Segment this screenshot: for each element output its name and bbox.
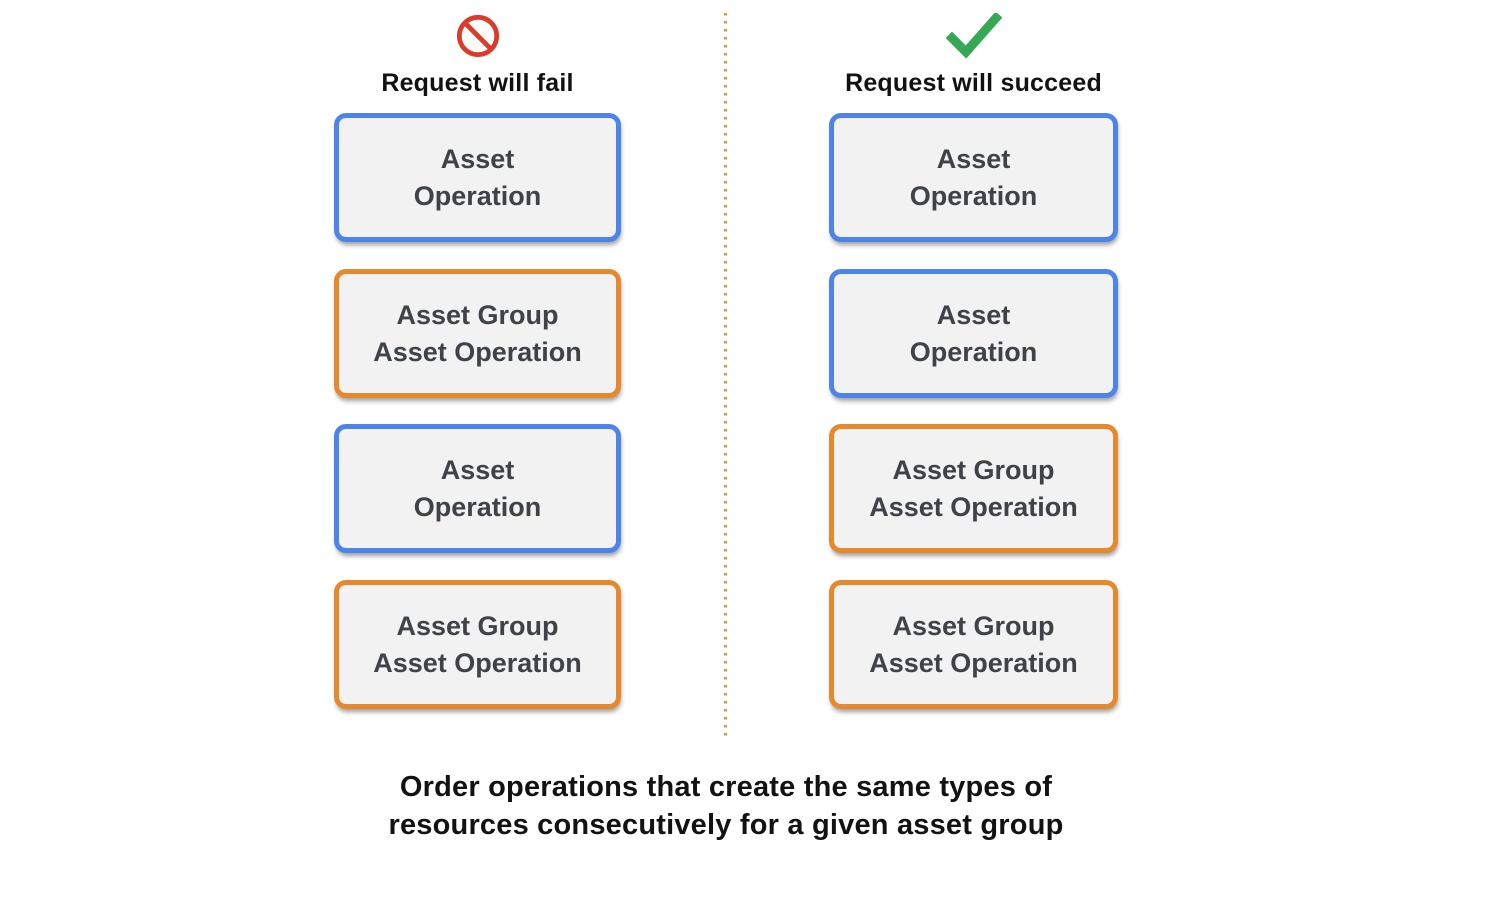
box-label-line: Asset Group xyxy=(892,610,1055,641)
box-label-line: Asset Group xyxy=(396,299,559,330)
box-label-line: Asset xyxy=(440,143,515,174)
box-label-line: Asset xyxy=(440,454,515,485)
box-label-line: Operation xyxy=(413,180,542,211)
asset-group-asset-operation-box: Asset Group Asset Operation xyxy=(334,269,621,398)
asset-group-asset-operation-box: Asset Group Asset Operation xyxy=(334,580,621,709)
caption: Order operations that create the same ty… xyxy=(388,768,1063,844)
box-label-line: Operation xyxy=(413,491,542,522)
asset-group-asset-operation-box: Asset Group Asset Operation xyxy=(829,424,1118,553)
box-label-line: Asset xyxy=(936,143,1011,174)
caption-line: Order operations that create the same ty… xyxy=(399,771,1053,803)
box-label-line: Asset Operation xyxy=(373,336,582,367)
fail-column: Request will fail Asset Operation Asset … xyxy=(334,13,621,713)
caption-line: resources consecutively for a given asse… xyxy=(388,809,1064,841)
asset-group-asset-operation-box: Asset Group Asset Operation xyxy=(829,580,1118,709)
box-label-line: Asset Operation xyxy=(869,491,1078,522)
prohibited-icon xyxy=(334,13,621,69)
box-label-line: Operation xyxy=(909,336,1038,367)
asset-operation-box: Asset Operation xyxy=(829,113,1118,242)
box-label-line: Asset Group xyxy=(396,610,559,641)
asset-operation-box: Asset Operation xyxy=(334,113,621,242)
divider-dotted-line xyxy=(724,13,727,737)
succeed-column-title: Request will succeed xyxy=(845,69,1102,97)
asset-operation-box: Asset Operation xyxy=(829,269,1118,398)
box-label-line: Asset Group xyxy=(892,454,1055,485)
box-label-line: Asset Operation xyxy=(869,647,1078,678)
succeed-column: Request will succeed Asset Operation Ass… xyxy=(829,13,1118,713)
fail-column-title: Request will fail xyxy=(381,69,574,97)
asset-operation-box: Asset Operation xyxy=(334,424,621,553)
checkmark-icon xyxy=(829,13,1118,69)
box-label-line: Asset Operation xyxy=(373,647,582,678)
box-label-line: Operation xyxy=(909,180,1038,211)
box-label-line: Asset xyxy=(936,299,1011,330)
